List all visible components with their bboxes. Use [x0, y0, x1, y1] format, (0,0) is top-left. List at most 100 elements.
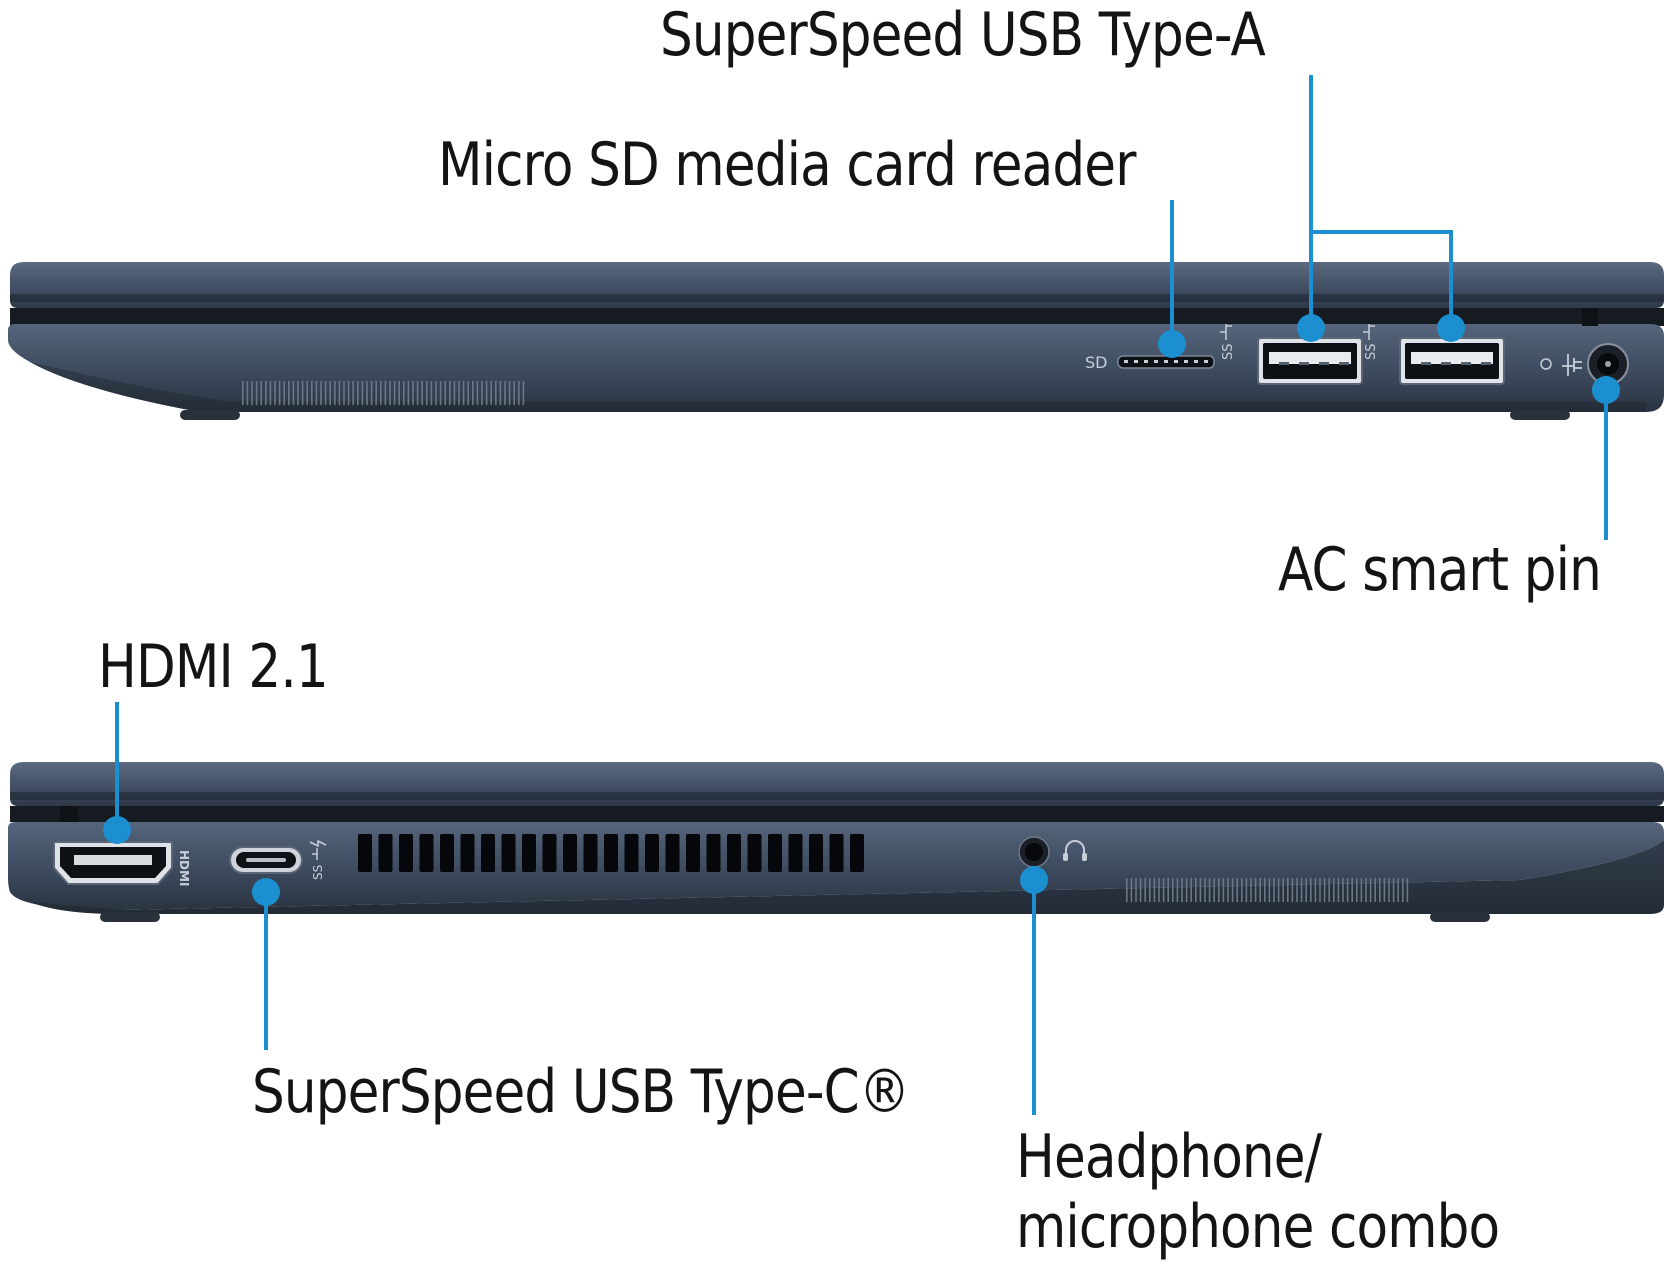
- vent-slot: [501, 834, 516, 872]
- ac-jack-pin: [1605, 361, 1611, 367]
- sd-mark: SD: [1085, 353, 1107, 372]
- vent-slot: [399, 834, 413, 872]
- grille-slit: [1337, 878, 1340, 902]
- usb-pin: [1339, 362, 1349, 365]
- grille-slit: [430, 381, 433, 405]
- usb-c-tongue: [246, 858, 286, 862]
- usb-icon: SS: [1363, 324, 1379, 360]
- grille-slit: [375, 381, 377, 405]
- vent-slot: [686, 834, 700, 872]
- thunderbolt-icon: SS: [309, 839, 327, 880]
- grille-slit: [1135, 878, 1137, 902]
- callout-dot-usb-a-1: [1297, 314, 1325, 342]
- laptop-right-side: SD SS SS: [8, 262, 1664, 420]
- vent-slot: [788, 834, 803, 872]
- grille-slit: [1259, 878, 1261, 902]
- speaker-grille: [242, 381, 525, 405]
- label-ac-pin: AC smart pin: [1278, 535, 1602, 605]
- charge-led: [1540, 358, 1552, 370]
- vent-slot: [604, 834, 618, 872]
- grille-slit: [1402, 878, 1404, 902]
- grille-slit: [1365, 878, 1367, 902]
- sd-contact: [1124, 360, 1128, 363]
- label-micro-sd: Micro SD media card reader: [438, 130, 1136, 200]
- grille-slit: [301, 381, 304, 405]
- grille-slit: [476, 381, 479, 405]
- vent-slot: [829, 834, 844, 872]
- sd-contact: [1164, 360, 1168, 363]
- vent-slot: [460, 834, 475, 872]
- grille-slit: [467, 381, 469, 405]
- hinge-gap: [10, 308, 1664, 326]
- callout-dot-usb-a-2: [1437, 314, 1465, 342]
- grille-slit: [1222, 878, 1225, 902]
- cooling-vent: [358, 834, 864, 872]
- grille-slit: [1126, 878, 1128, 902]
- grille-slit: [1346, 878, 1349, 902]
- sd-contact: [1134, 360, 1138, 363]
- grille-slit: [1383, 878, 1386, 902]
- grille-slit: [508, 381, 511, 405]
- vent-slot: [440, 834, 454, 872]
- callout-line-usb-a: [1309, 75, 1453, 328]
- vent-slot: [563, 834, 577, 872]
- grille-slit: [499, 381, 502, 405]
- grille-slit: [1273, 878, 1275, 902]
- grille-slit: [403, 381, 405, 405]
- grille-slit: [481, 381, 483, 405]
- grille-slit: [380, 381, 382, 405]
- grille-slit: [518, 381, 520, 405]
- grille-slit: [495, 381, 497, 405]
- grille-slit: [352, 381, 354, 405]
- grille-slit: [311, 381, 313, 405]
- grille-slit: [1264, 878, 1266, 902]
- grille-slit: [1227, 878, 1229, 902]
- grille-slit: [522, 381, 525, 405]
- grille-slit: [1277, 878, 1280, 902]
- grille-slit: [1149, 878, 1151, 902]
- sd-slot-contacts: [1124, 360, 1208, 363]
- sd-contact: [1184, 360, 1188, 363]
- label-headphone-line-2: microphone combo: [1016, 1192, 1500, 1262]
- headphone-icon: [1063, 840, 1087, 861]
- grille-slit: [361, 381, 364, 405]
- grille-slit: [274, 381, 276, 405]
- grille-slit: [1158, 878, 1160, 902]
- headphone-jack-hole: [1025, 843, 1043, 861]
- grille-slit: [1236, 878, 1238, 902]
- usb-pin: [1441, 362, 1451, 365]
- grille-slit: [1268, 878, 1271, 902]
- grille-slit: [389, 381, 391, 405]
- grille-slit: [1139, 878, 1142, 902]
- grille-slit: [320, 381, 322, 405]
- lid-edge: [10, 792, 1664, 800]
- grille-slit: [435, 381, 437, 405]
- grille-slit: [1351, 878, 1353, 902]
- grille-slit: [1392, 878, 1395, 902]
- grille-slit: [315, 381, 318, 405]
- grille-slit: [1323, 878, 1326, 902]
- grille-slit: [347, 381, 350, 405]
- grille-slit: [278, 381, 281, 405]
- grille-slit: [1300, 878, 1303, 902]
- grille-slit: [1213, 878, 1215, 902]
- grille-slit: [1172, 878, 1174, 902]
- grille-slit: [1374, 878, 1376, 902]
- hinge-gap: [10, 806, 1664, 822]
- svg-text:SS: SS: [1364, 343, 1379, 360]
- usb-pin: [1461, 362, 1471, 365]
- grille-slit: [1199, 878, 1202, 902]
- grille-slit: [334, 381, 336, 405]
- grille-slit: [384, 381, 387, 405]
- vent-slot: [727, 834, 741, 872]
- grille-slit: [1388, 878, 1390, 902]
- grille-slit: [1379, 878, 1381, 902]
- grille-slit: [412, 381, 414, 405]
- grille-slit: [1319, 878, 1321, 902]
- grille-slit: [1208, 878, 1211, 902]
- usb-pin: [1481, 362, 1491, 365]
- hdmi-mark: HDMI: [177, 850, 191, 886]
- grille-slit: [306, 381, 308, 405]
- grille-slit: [1195, 878, 1197, 902]
